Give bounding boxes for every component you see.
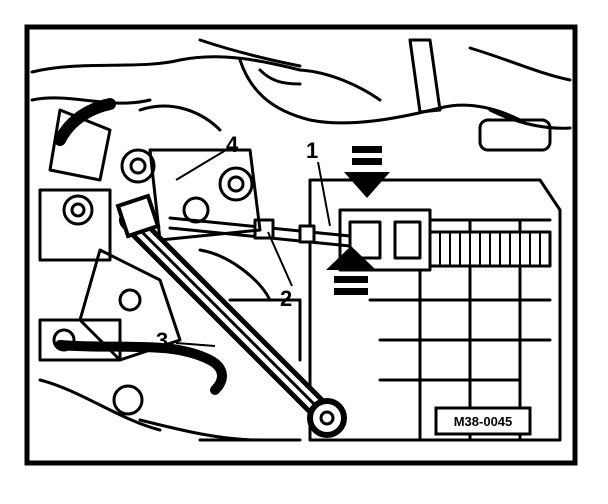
arrow-up-icon (326, 246, 376, 295)
arrow-down-icon (344, 146, 390, 198)
callout-1: 1 (306, 138, 318, 163)
engine-drawing (30, 38, 572, 442)
wrench-tool (115, 193, 347, 438)
callout-2: 2 (280, 286, 292, 311)
callout-3: 3 (156, 328, 168, 353)
callout-leaders (175, 149, 331, 347)
reference-code-box: M38-0045 (434, 406, 532, 436)
reference-code: M38-0045 (454, 414, 513, 429)
callout-4: 4 (226, 132, 239, 157)
